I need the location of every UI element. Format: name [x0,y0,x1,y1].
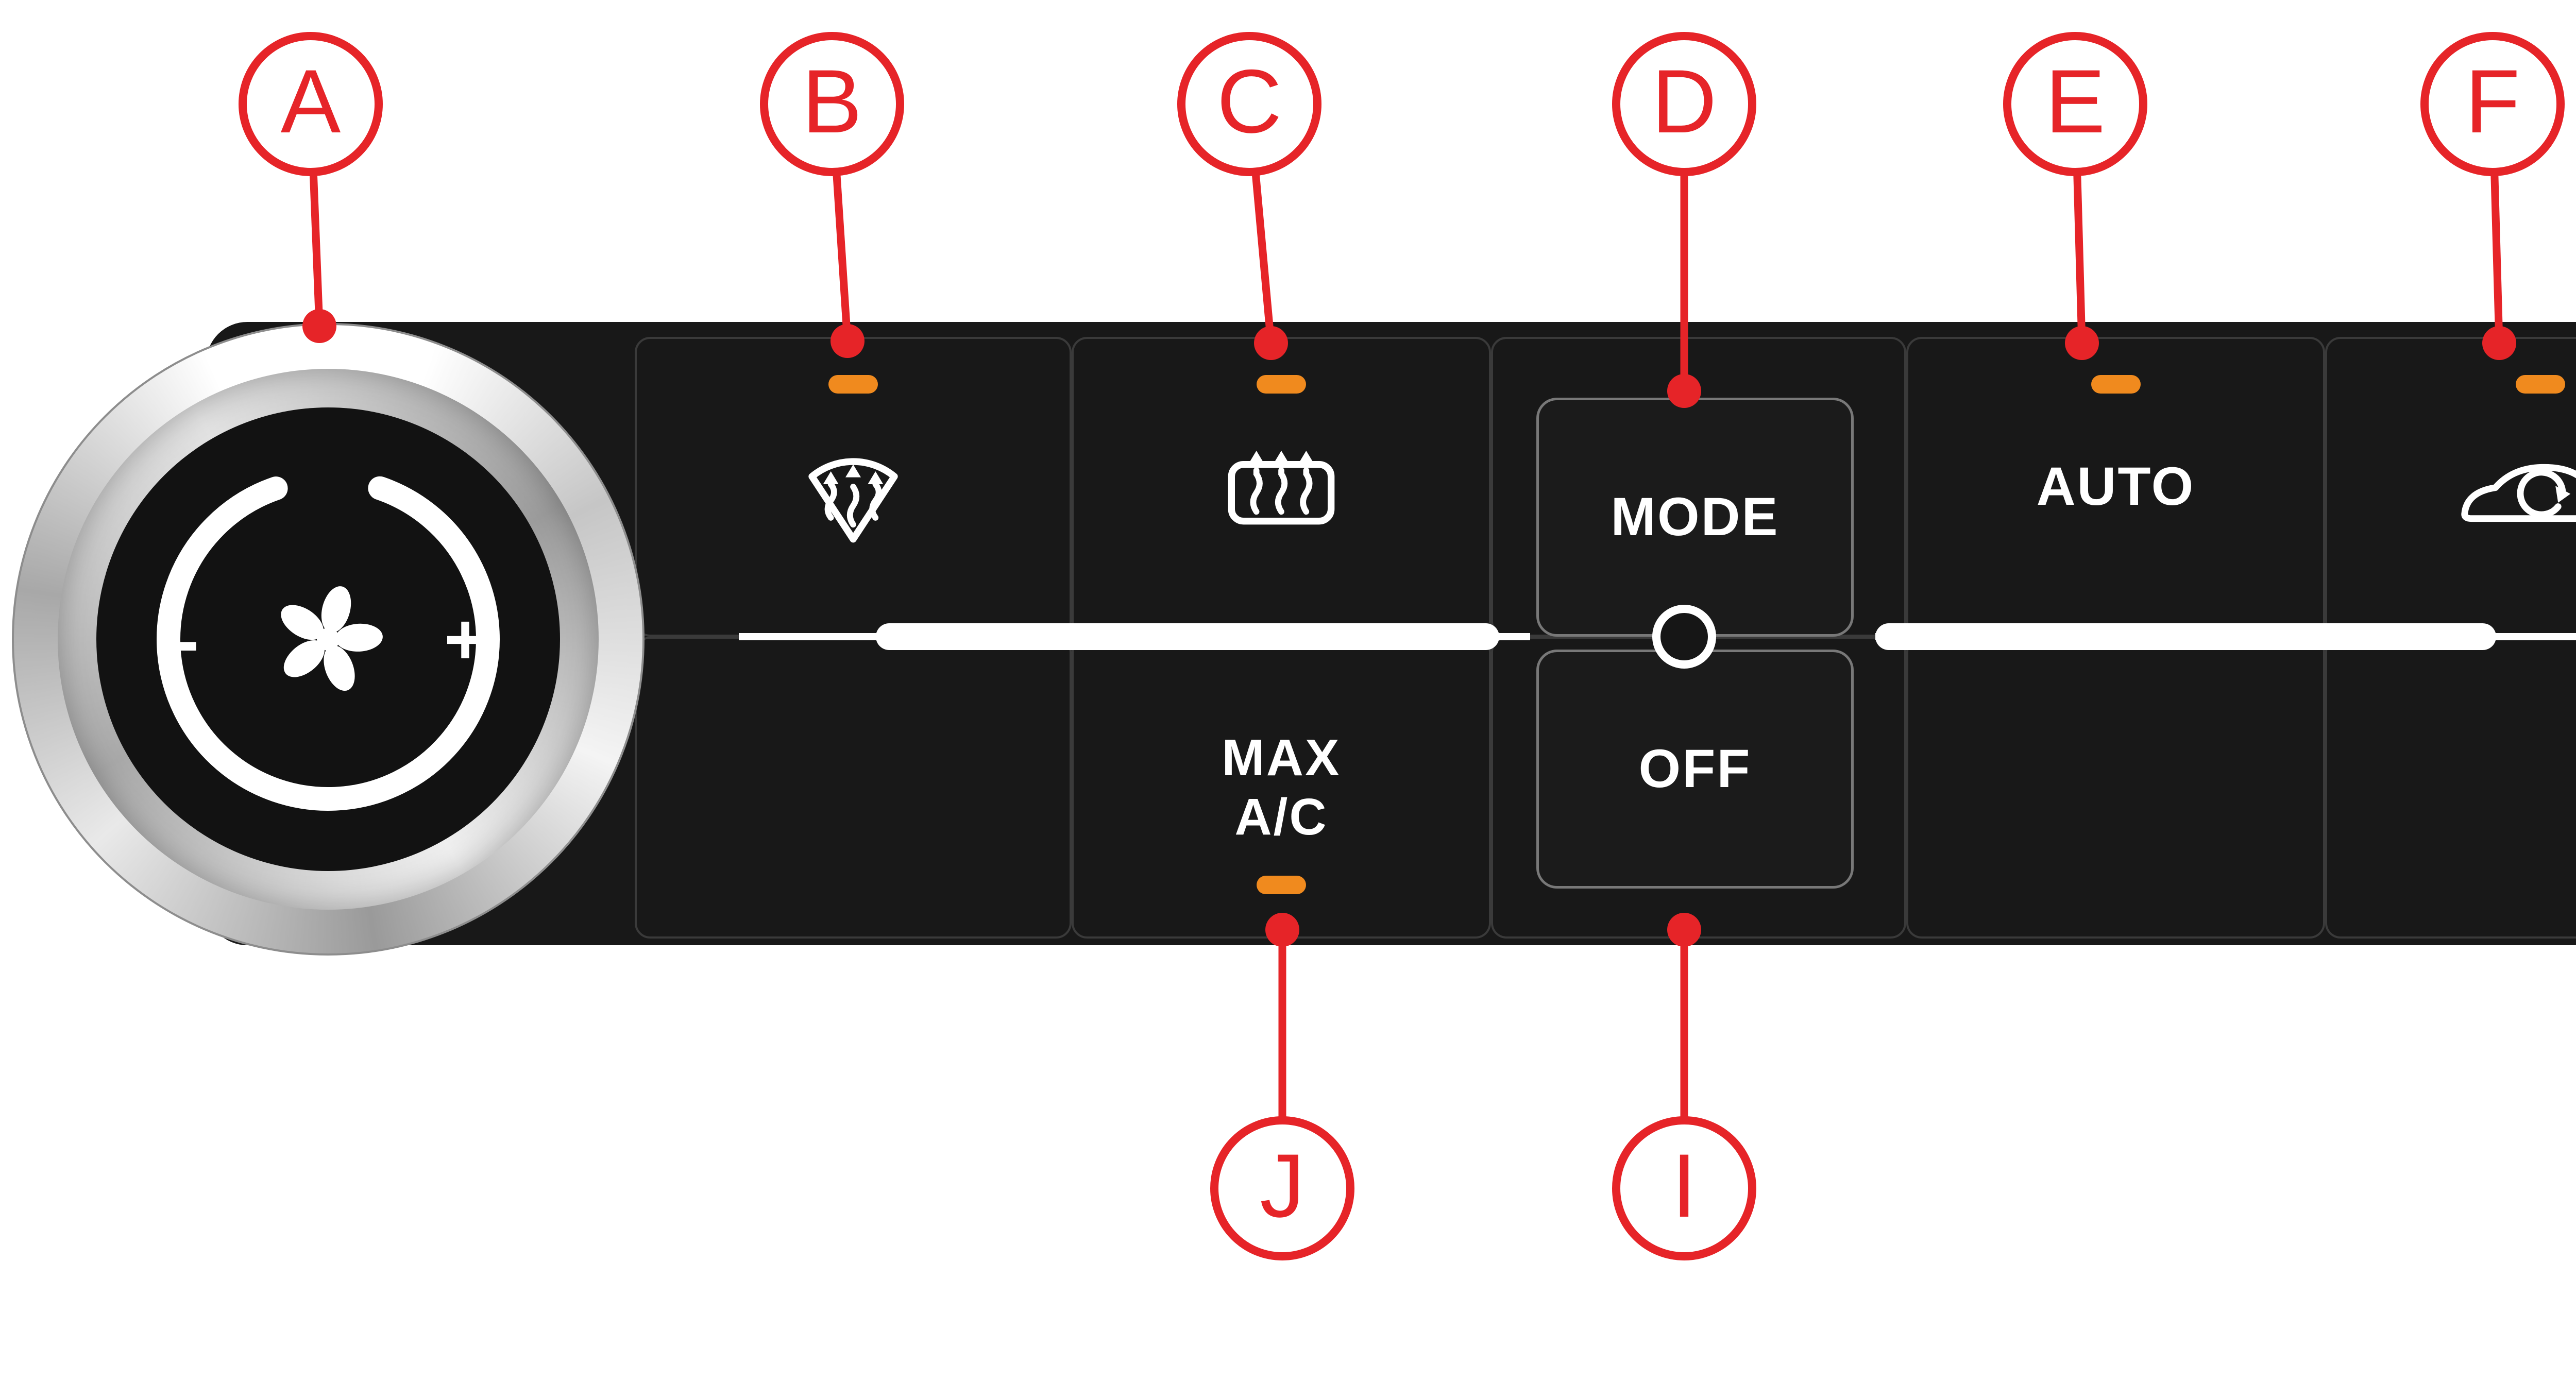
fan-knob-face: - + [96,407,560,871]
callout-c-letter: C [1216,51,1282,152]
max-ac-indicator [1257,876,1306,894]
center-pivot-circle [1652,605,1716,669]
callout-f-letter: F [2465,51,2520,152]
callout-i-letter: I [1671,1135,1697,1236]
fan-icon [281,586,383,691]
fan-plus-label: + [444,599,486,679]
mode-cell: MODE [1491,337,1906,637]
callout-e: E [2003,32,2147,176]
callout-d-letter: D [1651,51,1717,152]
rear-defrost-icon [1228,451,1335,525]
callout-d: D [1612,32,1756,176]
callout-a: A [239,32,383,176]
front-defrost-button[interactable] [635,337,1072,637]
callout-i: I [1612,1116,1756,1260]
recirculation-button[interactable] [2325,337,2576,637]
blank-cell-right-1 [1906,637,2325,939]
rear-defrost-indicator [1257,375,1306,394]
max-ac-label: MAX A/C [1222,729,1341,846]
auto-button[interactable]: AUTO [1906,337,2325,637]
rear-defrost-button[interactable] [1072,337,1491,637]
callout-a-letter: A [280,51,341,152]
recirculation-icon [2461,464,2576,522]
auto-indicator [2091,375,2141,394]
off-label: OFF [1638,739,1752,799]
callout-j: J [1210,1116,1354,1260]
divider-line-thick-right [1875,623,2496,650]
fan-knob-graphic [157,468,500,811]
mode-button[interactable]: MODE [1536,398,1854,637]
blank-cell-left [635,637,1072,939]
callout-e-letter: E [2045,51,2106,152]
fan-minus-label: - [175,600,199,680]
fan-knob-ring: - + [58,369,599,910]
off-button[interactable]: OFF [1536,650,1854,889]
callout-c: C [1177,32,1321,176]
front-defrost-icon [808,458,898,543]
recirculation-indicator [2516,375,2565,394]
off-cell: OFF [1491,637,1906,939]
callout-f: F [2420,32,2565,176]
mode-label: MODE [1611,487,1780,547]
front-defrost-indicator [828,375,878,394]
divider-line-thick-left [876,623,1499,650]
callout-b: B [760,32,904,176]
callout-b-letter: B [802,51,862,152]
max-ac-button[interactable]: MAX A/C [1072,637,1491,939]
fan-speed-knob[interactable]: - + [12,323,645,956]
callout-j-letter: J [1260,1135,1305,1236]
blank-cell-right-2 [2325,637,2576,939]
auto-label: AUTO [2036,456,2195,517]
